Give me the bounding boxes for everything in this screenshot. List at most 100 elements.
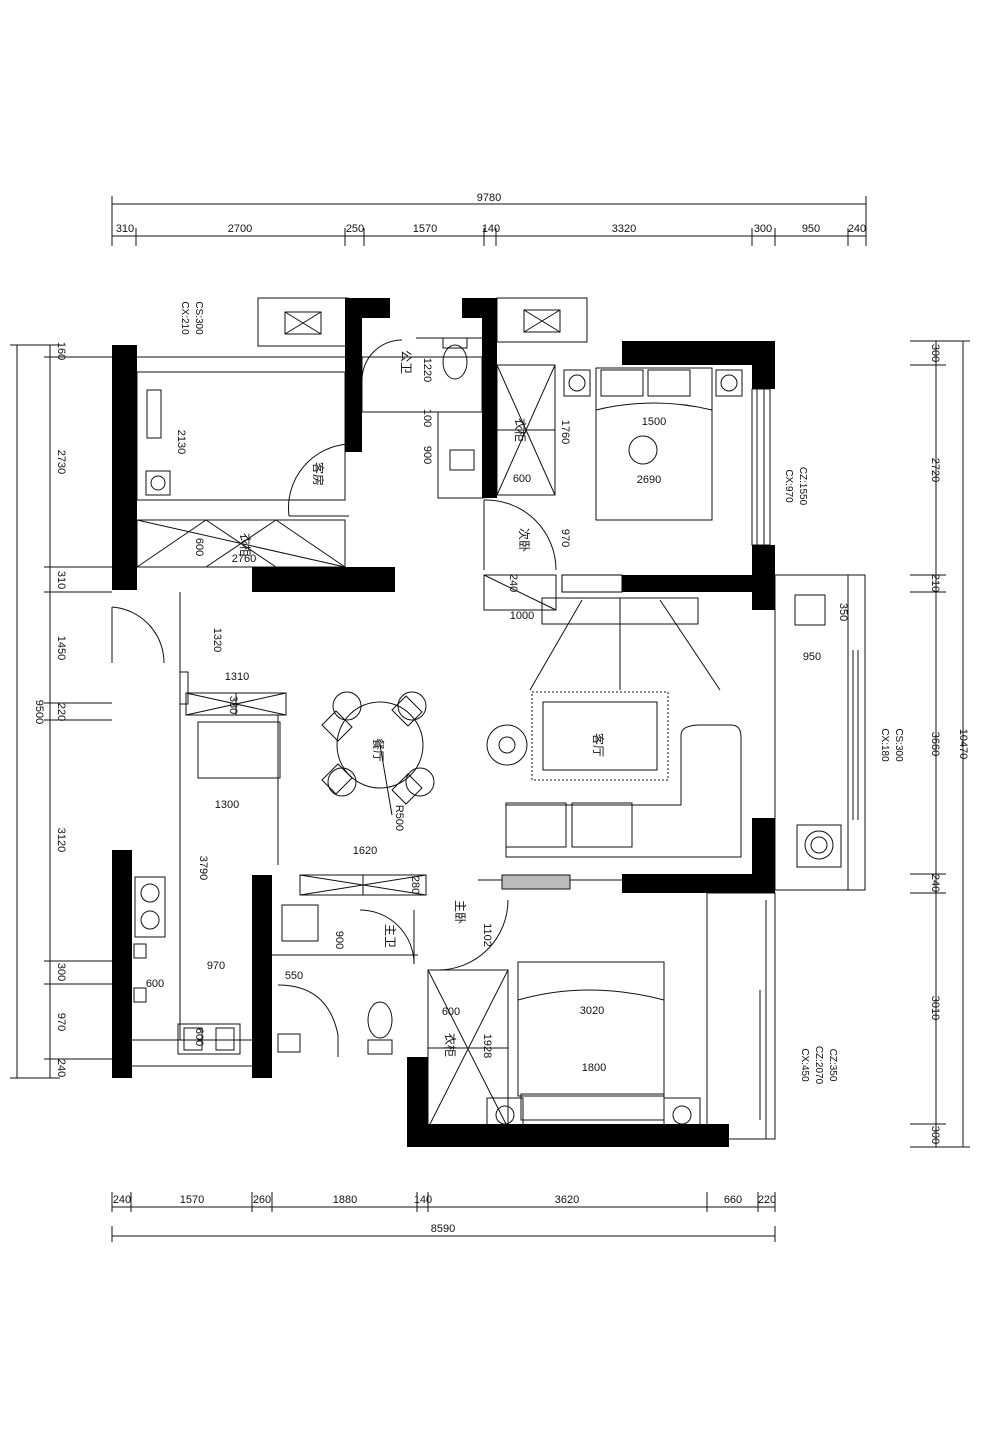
master-window-note-2: CZ:2070 [813, 1046, 824, 1085]
second-window-note-2: CX:970 [783, 469, 794, 503]
master-bed [486, 961, 701, 1133]
dim-950: 950 [803, 651, 821, 663]
bottom-dim-6: 3620 [555, 1194, 579, 1206]
dim-1760: 1760 [559, 420, 571, 444]
left-dim-7: 300 [55, 963, 67, 981]
dim-900-b: 900 [333, 931, 345, 949]
top-dimension-total [111, 196, 867, 246]
interior-outline [130, 337, 622, 1129]
room-second-bedroom: 次卧 [517, 528, 531, 552]
top-dim-2: 2700 [228, 223, 252, 235]
dim-600-e: 600 [442, 1006, 460, 1018]
kitchen-fixtures [133, 721, 281, 1055]
room-master-bath: 主卫 [383, 924, 397, 948]
bottom-dim-5: 140 [414, 1194, 432, 1206]
top-dim-7: 300 [754, 223, 772, 235]
left-dimension-total [10, 344, 60, 1079]
room-guest: 客房 [311, 462, 326, 486]
right-dim-1: 300 [929, 344, 941, 362]
bottom-dim-3: 260 [253, 1194, 271, 1206]
living-window-note-1: CS:300 [893, 728, 904, 762]
master-window-note-1: CZ:350 [827, 1049, 838, 1082]
dim-1800: 1800 [582, 1062, 606, 1074]
living-sofa [486, 691, 742, 858]
structural-walls [112, 298, 775, 1147]
dim-100: 100 [421, 409, 433, 427]
dim-280: 280 [409, 876, 421, 894]
dim-3790: 3790 [197, 856, 209, 880]
left-total-dim: 9500 [33, 700, 45, 724]
right-bay-window [751, 388, 771, 546]
dim-600-c: 600 [146, 978, 164, 990]
top-balcony-left [257, 297, 349, 347]
right-dim-7: 300 [929, 1126, 941, 1144]
right-dim-6: 3010 [929, 996, 941, 1020]
master-bay-window [706, 892, 776, 1140]
top-dim-1: 310 [116, 223, 134, 235]
dim-380: 380 [227, 696, 239, 714]
bottom-dimension-chain [111, 1192, 776, 1212]
right-dim-2: 2720 [929, 458, 941, 482]
bottom-dim-4: 1880 [333, 1194, 357, 1206]
living-tv-area [529, 597, 721, 691]
living-side-balcony [774, 574, 866, 891]
top-dim-4: 1570 [413, 223, 437, 235]
wardrobe-label-c: 衣柜 [443, 1033, 458, 1057]
wardrobe-label-b: 衣柜 [238, 533, 253, 557]
dim-240: 240 [507, 574, 519, 592]
right-total-dim: 10470 [957, 729, 969, 760]
top-dimension-chain [112, 228, 866, 246]
dim-2690: 2690 [637, 474, 661, 486]
dim-970-a: 970 [559, 529, 571, 547]
dim-600-a: 600 [193, 538, 205, 556]
bottom-dim-8: 220 [758, 1194, 776, 1206]
dim-1500: 1500 [642, 416, 666, 428]
bottom-total-dim: 8590 [431, 1223, 455, 1235]
room-living: 客厅 [591, 733, 606, 757]
dim-550: 550 [285, 970, 303, 982]
top-dim-3: 250 [346, 223, 364, 235]
room-public-bath: 公卫 [399, 350, 413, 374]
left-dim-5: 220 [55, 703, 67, 721]
master-window-note-3: CX:450 [799, 1048, 810, 1082]
left-dim-6: 3120 [55, 828, 67, 852]
wardrobe-label-a: 衣柜 [513, 418, 528, 442]
dim-1300: 1300 [215, 799, 239, 811]
door-swings [111, 339, 557, 971]
top-dim-6: 3320 [612, 223, 636, 235]
guest-window-note-1: CS:300 [193, 301, 204, 335]
dim-1102: 1102 [481, 923, 493, 947]
dim-2130: 2130 [175, 430, 187, 454]
right-dim-5: 240 [929, 874, 941, 892]
dining-table [321, 691, 435, 816]
dim-600-d: 600 [193, 1028, 205, 1046]
left-dim-2: 2730 [55, 450, 67, 474]
top-dim-5: 140 [482, 223, 500, 235]
dim-1928: 1928 [481, 1034, 493, 1058]
dim-970-b: 970 [207, 960, 225, 972]
dim-350: 350 [837, 603, 849, 621]
second-bed [563, 367, 743, 521]
bottom-dim-2: 1570 [180, 1194, 204, 1206]
dim-r500: R500 [393, 805, 405, 831]
bottom-dimension-total [111, 1226, 776, 1242]
dim-1000: 1000 [510, 610, 534, 622]
dim-3020: 3020 [580, 1005, 604, 1017]
dim-1620: 1620 [353, 845, 377, 857]
top-balcony-right [496, 297, 588, 343]
left-dim-1: 160 [55, 342, 67, 360]
right-dimension-chain [910, 340, 970, 1148]
guest-window-note-2: CX:210 [179, 301, 190, 335]
left-dim-8: 970 [55, 1013, 67, 1031]
left-dim-4: 1450 [55, 636, 67, 660]
dim-1310: 1310 [225, 671, 249, 683]
left-dim-9: 240 [55, 1059, 67, 1077]
right-dim-3: 210 [929, 574, 941, 592]
right-dim-4: 3660 [929, 732, 941, 756]
bottom-dim-7: 660 [724, 1194, 742, 1206]
dim-600-b: 600 [513, 473, 531, 485]
living-window-note-2: CX:180 [879, 728, 890, 762]
dim-1320: 1320 [211, 628, 223, 652]
room-dining: 餐厅 [371, 738, 386, 762]
